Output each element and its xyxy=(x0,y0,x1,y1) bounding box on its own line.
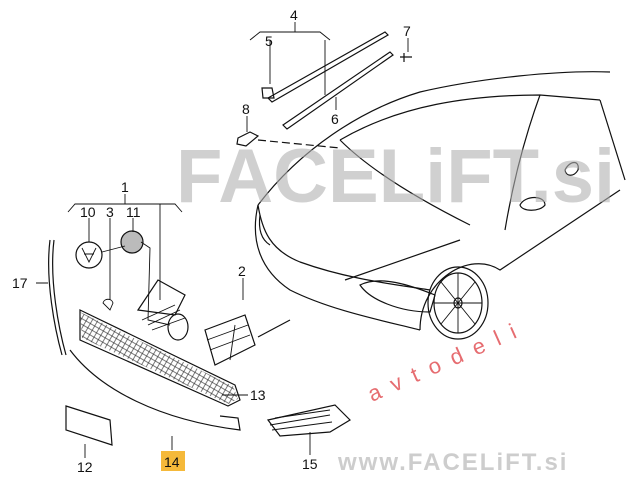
callout-6[interactable]: 6 xyxy=(331,111,339,127)
callout-highlight xyxy=(161,451,185,471)
callout-17[interactable]: 17 xyxy=(12,275,28,291)
car-outline xyxy=(254,71,626,331)
callout-2[interactable]: 2 xyxy=(238,263,246,279)
wheel xyxy=(427,266,489,340)
callout-14[interactable]: 14 xyxy=(164,454,180,470)
callout-11[interactable]: 11 xyxy=(126,204,141,220)
callout-15[interactable]: 15 xyxy=(302,456,318,472)
grille-mesh xyxy=(80,312,238,404)
callouts: 1 2 3 4 5 6 7 8 10 11 12 13 14 15 17 xyxy=(12,7,411,475)
callout-4[interactable]: 4 xyxy=(290,7,298,23)
callout-3[interactable]: 3 xyxy=(106,204,114,220)
callout-10[interactable]: 10 xyxy=(80,204,96,220)
watermark-main: FACELiFT.si xyxy=(176,134,615,219)
callout-5[interactable]: 5 xyxy=(265,33,273,49)
roof-trim-parts xyxy=(236,31,412,149)
watermark-sub: avtodeli xyxy=(364,314,531,407)
callout-1[interactable]: 1 xyxy=(121,179,129,195)
callout-8[interactable]: 8 xyxy=(242,101,250,117)
callout-7[interactable]: 7 xyxy=(403,23,411,39)
watermark: FACELiFT.si avtodeli www.FACELiFT.si xyxy=(176,134,615,476)
leader-lines xyxy=(36,22,409,458)
callout-13[interactable]: 13 xyxy=(250,387,266,403)
watermark-footer: www.FACELiFT.si xyxy=(337,449,568,476)
grille-parts xyxy=(48,230,351,446)
callout-12[interactable]: 12 xyxy=(77,459,93,475)
